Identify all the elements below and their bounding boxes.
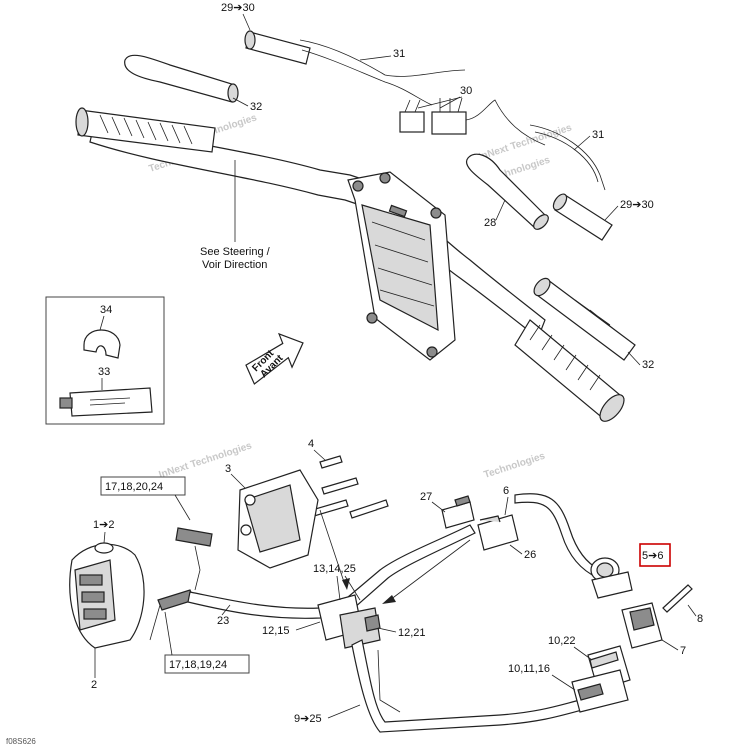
heater-switch-5-6: 5➔6	[590, 543, 671, 599]
callout-29-30: 29➔30	[221, 2, 255, 14]
grip-right-32	[533, 277, 636, 361]
connector-block-lower	[149, 589, 195, 641]
callout-32-right: 32	[642, 359, 654, 371]
handlebar-assembly	[75, 107, 625, 422]
inset-box: 34 33	[45, 296, 165, 425]
callout-31: 31	[393, 48, 405, 60]
left-grip-pattern	[99, 114, 193, 145]
connector-27: 27	[420, 491, 475, 529]
harness-6	[514, 493, 601, 579]
watermark: InNext Technologies	[478, 122, 574, 163]
callout-33: 33	[98, 366, 110, 378]
callout-1-2: 1➔2	[93, 519, 114, 531]
grip-cover-top	[124, 54, 239, 103]
module-10-11-16: 10,11,16	[508, 663, 629, 713]
callout-34: 34	[100, 304, 112, 316]
steering-note-line1: See Steering /	[200, 246, 271, 258]
steering-note-line2: Voir Direction	[202, 259, 267, 271]
callout-28: 28	[484, 217, 496, 229]
adhesive-tube-icon	[69, 387, 153, 417]
right-grip-pattern	[529, 324, 601, 391]
callout-26: 26	[524, 549, 536, 561]
grip-insert-icon	[83, 329, 121, 359]
callout-9-25: 9➔25	[294, 713, 322, 725]
callout-29-30-right: 29➔30	[620, 199, 654, 211]
callout-32: 32	[250, 101, 262, 113]
callout-12-15: 12,15	[262, 625, 290, 637]
grip-cover-28	[466, 153, 549, 230]
callout-10-22: 10,22	[548, 635, 576, 647]
switch-housing-3: 3	[225, 463, 319, 569]
watermark: Technologies	[483, 451, 547, 481]
callout-4: 4	[308, 438, 314, 450]
heated-element-right	[552, 193, 613, 241]
callout-23: 23	[217, 615, 229, 627]
callout-13-14-25: 13,14,25	[313, 563, 356, 575]
heated-grip-element-top	[244, 30, 466, 106]
callout-2: 2	[91, 679, 97, 691]
callout-31-right: 31	[592, 129, 604, 141]
callout-12-21: 12,21	[398, 627, 426, 639]
label-box-17-18-20-24: 17,18,20,24	[100, 476, 191, 521]
callout-17-18-20-24: 17,18,20,24	[105, 481, 163, 493]
callout-30: 30	[460, 85, 472, 97]
harness-main	[351, 639, 583, 733]
knob-7: 7	[621, 602, 686, 657]
callout-7: 7	[680, 645, 686, 657]
connector-block-upper	[175, 527, 213, 591]
highlight-box	[639, 543, 671, 567]
callout-3: 3	[225, 463, 231, 475]
callout-5-6: 5➔6	[642, 550, 663, 562]
callouts-upper: 29➔30 31 32 30 31 28 29➔30 32	[221, 2, 654, 371]
wire-31-right	[529, 124, 606, 191]
callout-8: 8	[697, 613, 703, 625]
connector-26: 26 6	[477, 485, 536, 561]
callout-27: 27	[420, 491, 432, 503]
label-box-17-18-19-24: 17,18,19,24	[164, 611, 250, 674]
screws-4: 4	[308, 438, 389, 519]
watermark: InNext Technologies	[158, 440, 254, 481]
figure-id: f08S626	[6, 737, 36, 746]
pin-8: 8	[662, 584, 703, 625]
front-arrow: Front Avant	[245, 332, 304, 385]
callout-17-18-19-24: 17,18,19,24	[169, 659, 227, 671]
callout-6: 6	[503, 485, 509, 497]
junction-block: 13,14,25 12,15 12,21	[262, 563, 426, 649]
connectors-30	[399, 97, 546, 146]
callout-10-11-16: 10,11,16	[508, 663, 550, 675]
assembly-arrows	[319, 509, 471, 604]
left-switch-assembly: 1➔2 2	[69, 519, 145, 691]
